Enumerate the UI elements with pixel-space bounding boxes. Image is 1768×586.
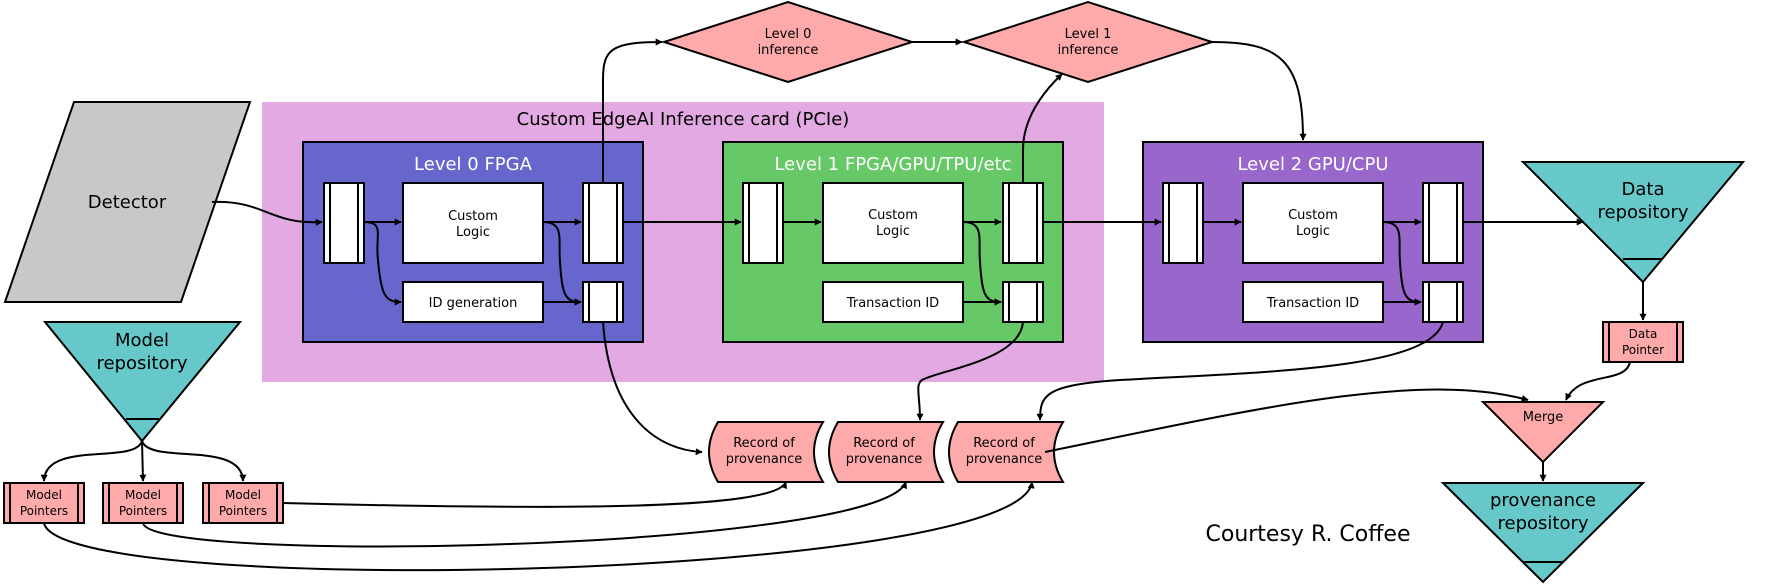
model-pointers-2: Model Pointers xyxy=(202,482,284,524)
model-pointers-0: Model Pointers xyxy=(3,482,85,524)
model-pointers-1: Model Pointers xyxy=(102,482,184,524)
stage-2-title: Level 2 GPU/CPU xyxy=(1237,154,1388,175)
record-0-line1: Record of xyxy=(733,436,795,451)
model-pointers-0-line1: Model xyxy=(26,488,62,502)
credit-text: Courtesy R. Coffee xyxy=(1206,522,1411,547)
stage-1-title: Level 1 FPGA/GPU/TPU/etc xyxy=(774,154,1011,175)
stage-0-title: Level 0 FPGA xyxy=(414,154,533,175)
stage-level-0: Level 0 FPGA Custom Logic ID generation xyxy=(302,141,644,343)
model-pointers-1-line1: Model xyxy=(125,488,161,502)
merge-label: Merge xyxy=(1523,410,1564,425)
edge-data-pointer-to-merge xyxy=(1565,361,1631,401)
provenance-repository-line2: repository xyxy=(1497,513,1588,534)
edge-model-repo-to-pointers-0 xyxy=(40,440,143,482)
edge-pointers-2-to-record0 xyxy=(282,481,787,508)
edge-l0-logic-to-idbuf xyxy=(542,221,582,306)
edge-l2-logic-to-idbuf xyxy=(1382,221,1422,306)
edgeai-card-title: Custom EdgeAI Inference card (PCIe) xyxy=(517,109,850,130)
stage-level-2: Level 2 GPU/CPU Custom Logic Transaction… xyxy=(1142,141,1484,343)
stage-1-logic-line2: Logic xyxy=(876,224,910,239)
edge-record2-to-merge xyxy=(1044,388,1529,453)
model-pointers-2-line1: Model xyxy=(225,488,261,502)
stage-2-logic-box xyxy=(1242,182,1384,264)
stage-1-id-label: Transaction ID xyxy=(846,296,939,311)
stage-1-logic-line1: Custom xyxy=(868,208,918,223)
edge-l0-to-record0 xyxy=(602,321,703,456)
level-0-inference-line1: Level 0 xyxy=(765,27,812,42)
stage-0-id-label: ID generation xyxy=(429,296,518,311)
record-2-line2: provenance xyxy=(966,452,1043,467)
connectors xyxy=(40,38,1647,572)
edge-inference1-to-l2 xyxy=(1211,41,1307,141)
model-pointers-2-line2: Pointers xyxy=(219,504,267,518)
stage-0-logic-box xyxy=(402,182,544,264)
record-of-provenance-0: Record of provenance xyxy=(708,421,825,483)
record-2-line1: Record of xyxy=(973,436,1035,451)
edge-l0-in-to-id xyxy=(363,221,402,306)
edge-l1-to-record1 xyxy=(916,321,1024,421)
detector-label: Detector xyxy=(88,192,167,213)
edge-model-repo-to-pointers-1 xyxy=(139,440,147,482)
edge-l0-to-inference0 xyxy=(602,38,663,183)
model-repository-line2: repository xyxy=(96,353,187,374)
stage-2-id-box xyxy=(1242,281,1384,323)
edge-model-repo-to-pointers-2 xyxy=(141,440,247,482)
model-repository-line1: Model xyxy=(115,330,169,351)
record-of-provenance-2: Record of provenance xyxy=(948,421,1065,483)
model-repository-shape xyxy=(42,321,243,443)
data-pointer-line2: Pointer xyxy=(1622,343,1664,357)
level-1-inference-line1: Level 1 xyxy=(1065,27,1112,42)
edge-detector-to-level0 xyxy=(211,200,323,226)
merge-shape xyxy=(1480,401,1606,464)
data-pointer: Data Pointer xyxy=(1602,321,1684,363)
provenance-repository-shape xyxy=(1440,482,1646,584)
level-0-inference-line2: inference xyxy=(758,43,819,58)
record-of-provenance-1: Record of provenance xyxy=(828,421,945,483)
level-1-inference-line2: inference xyxy=(1058,43,1119,58)
record-1-line1: Record of xyxy=(853,436,915,451)
edge-l1-to-inference1 xyxy=(1022,73,1063,183)
detector-shape xyxy=(3,101,252,303)
model-pointers-1-line2: Pointers xyxy=(119,504,167,518)
stage-2-id-label: Transaction ID xyxy=(1266,296,1359,311)
stage-level-1: Level 1 FPGA/GPU/TPU/etc Custom Logic Tr… xyxy=(722,141,1064,343)
edge-l2-to-record2 xyxy=(1036,321,1444,421)
record-0-line2: provenance xyxy=(726,452,803,467)
edge-l1-logic-to-idbuf xyxy=(962,221,1002,306)
stage-2-logic-line2: Logic xyxy=(1296,224,1330,239)
record-1-line2: provenance xyxy=(846,452,923,467)
edge-pointers-1-to-record1 xyxy=(142,481,907,548)
data-repository-line1: Data xyxy=(1622,179,1665,200)
stage-0-logic-line1: Custom xyxy=(448,209,498,224)
level-1-inference-diamond xyxy=(960,0,1216,84)
level-0-inference-diamond xyxy=(660,0,916,84)
provenance-repository-line1: provenance xyxy=(1490,490,1596,511)
stage-1-logic-box xyxy=(822,182,964,264)
edge-pointers-0-to-record2 xyxy=(43,481,1035,572)
model-pointers-0-line2: Pointers xyxy=(20,504,68,518)
data-repository-line2: repository xyxy=(1597,202,1688,223)
stage-0-logic-line2: Logic xyxy=(456,225,490,240)
data-pointer-line1: Data xyxy=(1629,327,1658,341)
stage-2-logic-line1: Custom xyxy=(1288,208,1338,223)
